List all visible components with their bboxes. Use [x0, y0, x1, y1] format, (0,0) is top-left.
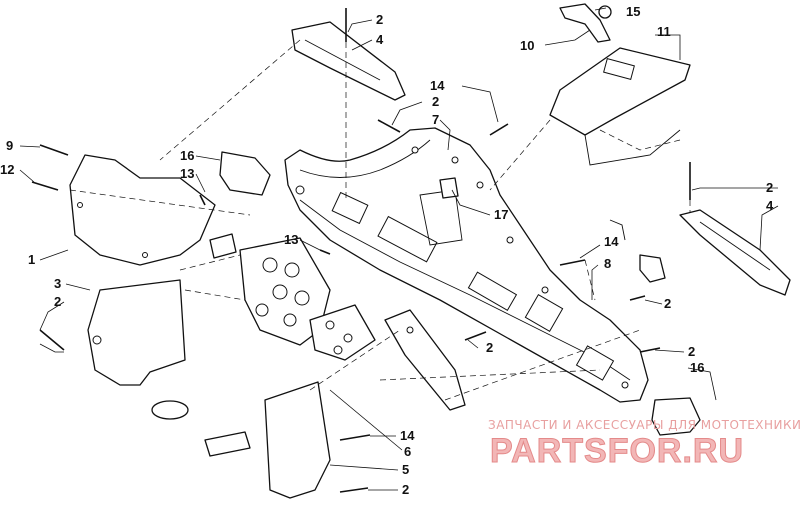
callout-label: 2 — [766, 180, 773, 195]
callout-label: 9 — [6, 138, 13, 153]
callout-label: 14 — [400, 428, 415, 443]
bracket-part-10 — [559, 3, 611, 43]
watermark-caption: ЗАПЧАСТИ И АКСЕССУАРЫ ДЛЯ МОТОТЕХНИКИ — [488, 418, 800, 432]
leader-lines — [19, 7, 779, 491]
main-frame-part — [284, 127, 649, 403]
guard-part-3 — [87, 279, 189, 420]
callout-label: 13 — [284, 232, 298, 247]
skid-plate-part — [239, 237, 376, 361]
callout-label: 12 — [0, 162, 14, 177]
callout-label: 8 — [604, 256, 611, 271]
clip-part-17 — [439, 177, 459, 199]
callout-label: 2 — [432, 94, 439, 109]
callout-label: 5 — [402, 462, 409, 477]
callout-label: 1 — [28, 252, 35, 267]
callout-label: 16 — [690, 360, 704, 375]
callout-label: 13 — [180, 166, 194, 181]
fasteners — [31, 8, 691, 493]
callout-label: 2 — [664, 296, 671, 311]
clip-part-13 — [209, 233, 237, 259]
callout-label: 14 — [430, 78, 445, 93]
callout-label: 6 — [404, 444, 411, 459]
callout-label: 4 — [376, 32, 384, 47]
mount-part-11 — [549, 47, 691, 166]
callout-label: 15 — [626, 4, 640, 19]
callout-label: 3 — [54, 276, 61, 291]
assembly-lines — [69, 39, 691, 401]
callout-labels: 2 4 15 10 11 14 2 7 9 12 16 13 17 2 4 1 … — [0, 4, 774, 497]
lower-panel-part-5 — [204, 381, 331, 499]
callout-label: 7 — [432, 112, 439, 127]
callout-label: 2 — [376, 12, 383, 27]
block-part-16-bottom — [651, 397, 701, 436]
callout-label: 16 — [180, 148, 194, 163]
block-part-16-top — [219, 151, 271, 196]
bracket-part-6 — [384, 309, 466, 411]
callout-label: 11 — [657, 24, 671, 39]
rail-part-4-top — [291, 21, 406, 101]
callout-label: 10 — [520, 38, 534, 53]
callout-label: 17 — [494, 207, 508, 222]
rail-part-4-right — [679, 209, 791, 296]
callout-label: 2 — [688, 344, 695, 359]
callout-label: 2 — [54, 294, 61, 309]
callout-label: 2 — [486, 340, 493, 355]
callout-label: 14 — [604, 234, 619, 249]
clip-part-8 — [609, 219, 666, 283]
watermark-logo: PARTSFOR.RU — [489, 432, 745, 471]
callout-label: 4 — [766, 198, 774, 213]
left-panel-part-1 — [69, 154, 216, 266]
callout-label: 2 — [402, 482, 409, 497]
